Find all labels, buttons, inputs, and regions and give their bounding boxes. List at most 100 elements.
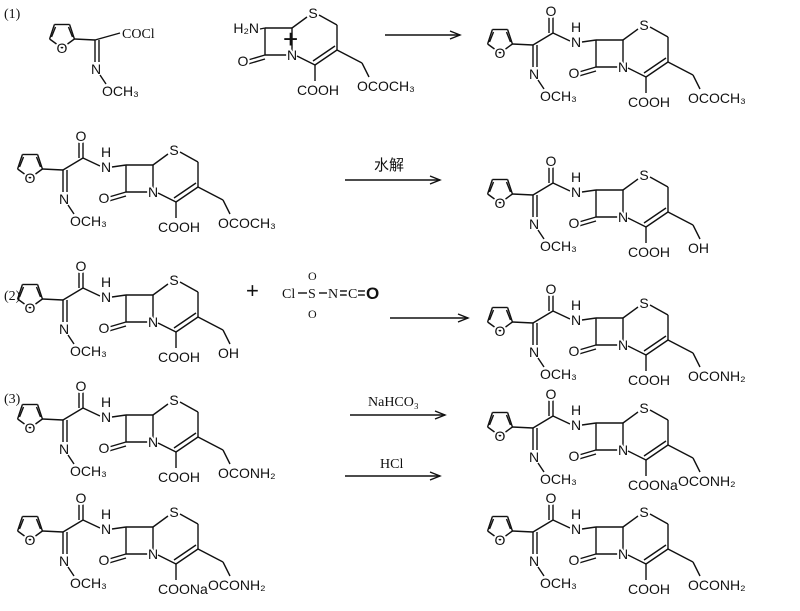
bond	[197, 436, 224, 451]
amide-oxygen: O	[546, 281, 557, 297]
bond	[486, 29, 494, 45]
bond	[552, 310, 571, 320]
acid-label: COOH	[158, 219, 200, 235]
amide-nitrogen: N	[101, 289, 111, 305]
arrow-label-hcl: HCl	[380, 457, 403, 472]
sulfur: S	[639, 504, 648, 520]
oxime-nitrogen: N	[91, 61, 101, 77]
atom-cl: Cl	[282, 287, 295, 302]
bond	[74, 38, 96, 41]
amide-hydrogen: H	[101, 144, 111, 160]
amide-hydrogen: H	[101, 506, 111, 522]
bond	[487, 43, 501, 54]
bond	[62, 157, 84, 171]
bond	[17, 298, 31, 309]
bond	[108, 325, 127, 332]
bond	[532, 415, 554, 429]
bond	[179, 401, 199, 413]
bond	[645, 211, 669, 228]
bond	[505, 414, 512, 426]
lactam-nitrogen: N	[618, 209, 628, 225]
bond	[649, 513, 669, 525]
bond	[532, 310, 554, 324]
bond	[649, 176, 669, 188]
bond	[29, 168, 43, 179]
bond	[108, 191, 127, 198]
furan-oxygen: O	[495, 428, 506, 444]
reaction-arrow-1	[385, 30, 462, 40]
reaction-arrow-5	[345, 471, 442, 481]
bond	[36, 154, 44, 170]
oxime-nitrogen: N	[529, 553, 539, 569]
bond	[643, 57, 667, 74]
bond	[111, 294, 127, 298]
bond	[578, 70, 597, 77]
bond	[157, 554, 177, 565]
bond	[175, 186, 199, 203]
bond	[505, 31, 512, 43]
bond	[247, 54, 266, 61]
bond	[48, 24, 56, 40]
lactam-nitrogen: N	[618, 442, 628, 458]
bond	[222, 199, 231, 215]
bond	[18, 518, 25, 530]
step-label-3: (3)	[4, 392, 21, 407]
bond	[649, 304, 669, 316]
bond	[197, 548, 224, 563]
bond	[506, 516, 514, 532]
sulfur: S	[169, 504, 178, 520]
bond	[537, 229, 545, 240]
bond	[35, 406, 42, 418]
bond	[157, 192, 177, 203]
arrow-label-hydrolysis: 水解	[374, 157, 404, 174]
bond	[578, 66, 597, 73]
bond	[512, 321, 534, 324]
oxime-nitrogen: N	[529, 66, 539, 82]
atom-s: S	[308, 287, 316, 302]
furan-oxygen: O	[495, 532, 506, 548]
side-chain-label: OCONH₂	[688, 368, 746, 384]
methoxy-label: OCH₃	[102, 83, 139, 99]
atom-n: N	[328, 287, 338, 302]
bond	[16, 516, 24, 532]
bond	[487, 193, 501, 204]
bond	[296, 55, 316, 66]
acid-label: COONa	[158, 581, 208, 597]
acid-label: COOH	[158, 349, 200, 365]
bond	[36, 284, 44, 300]
bond	[692, 457, 701, 473]
bond	[537, 462, 545, 473]
bond	[17, 530, 31, 541]
bond	[512, 426, 534, 429]
sulfur: S	[308, 5, 317, 21]
oxime-nitrogen: N	[529, 344, 539, 360]
plus-sign-2: +	[246, 278, 259, 303]
bond	[627, 217, 647, 228]
bond	[643, 207, 667, 224]
bond	[175, 548, 199, 565]
lactam-oxygen: O	[569, 215, 580, 231]
bond	[581, 526, 597, 530]
bond	[692, 561, 701, 577]
furan-oxygen: O	[495, 195, 506, 211]
bond	[197, 186, 224, 201]
bond	[486, 412, 494, 428]
bond	[512, 530, 534, 533]
lactam-oxygen: O	[99, 552, 110, 568]
amide-nitrogen: N	[101, 409, 111, 425]
bond	[18, 286, 25, 298]
bond	[291, 16, 308, 29]
amide-oxygen: O	[76, 490, 87, 506]
bond	[581, 317, 597, 321]
bond	[537, 566, 545, 577]
bond	[692, 352, 701, 368]
bond	[581, 189, 597, 193]
oxime-nitrogen: N	[59, 191, 69, 207]
side-chain-label: OCOCH₃	[688, 90, 746, 106]
bond	[111, 526, 127, 530]
